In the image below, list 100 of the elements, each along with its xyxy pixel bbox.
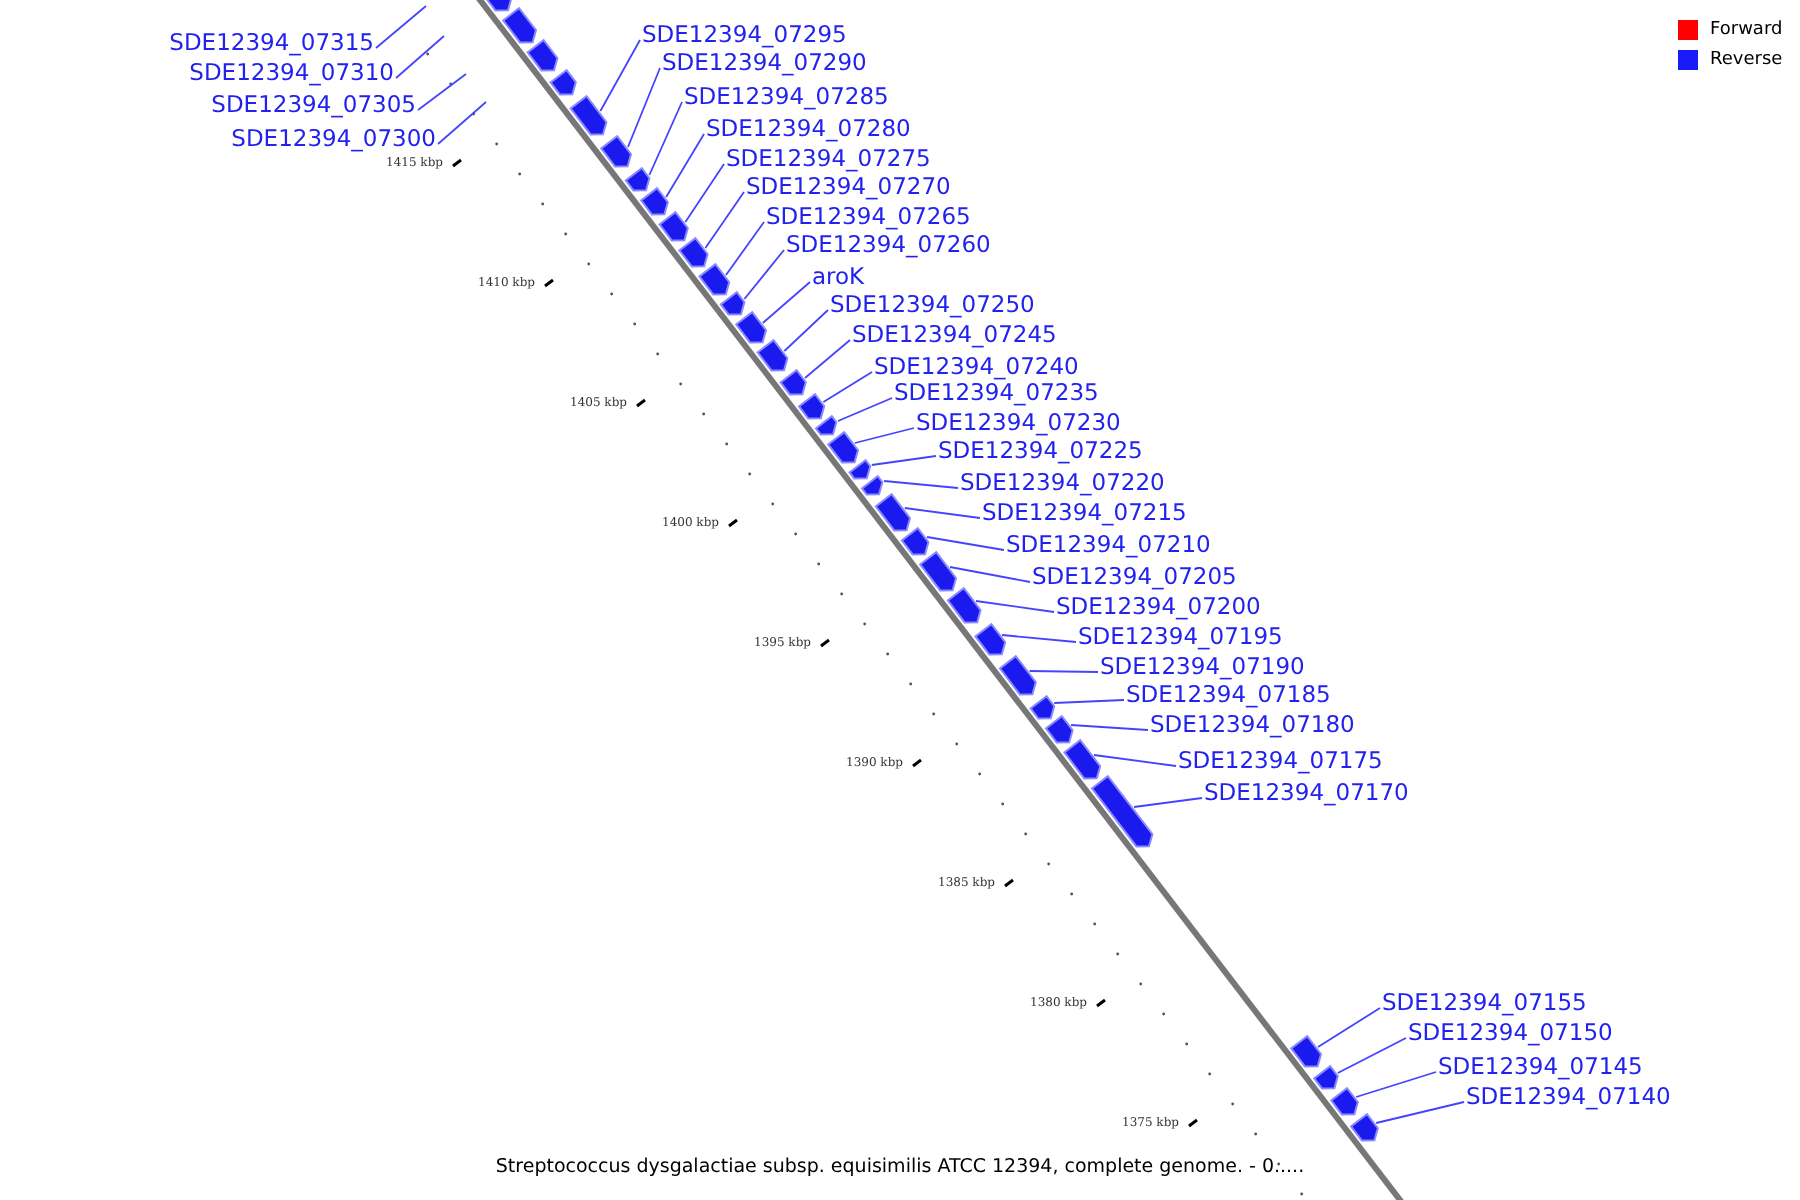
gene-label: SDE12394_07225 bbox=[938, 438, 1143, 464]
gene-label: SDE12394_07200 bbox=[1056, 594, 1261, 620]
gene-label: SDE12394_07310 bbox=[189, 60, 394, 86]
gene-block bbox=[1029, 694, 1056, 720]
leader-line bbox=[926, 536, 1005, 551]
leader-line bbox=[1133, 797, 1203, 808]
gene-block bbox=[734, 310, 768, 344]
gene-block bbox=[624, 166, 651, 192]
leader-line bbox=[783, 309, 829, 352]
gene-label: SDE12394_07175 bbox=[1178, 748, 1383, 774]
leader-line bbox=[975, 600, 1055, 613]
gene-label: SDE12394_07195 bbox=[1078, 624, 1283, 650]
leader-line bbox=[883, 480, 959, 489]
gene-block bbox=[900, 526, 930, 556]
gene-block bbox=[814, 414, 838, 436]
gene-label: SDE12394_07230 bbox=[916, 410, 1121, 436]
leader-line bbox=[1028, 670, 1099, 673]
gene-block bbox=[639, 186, 669, 216]
leader-line bbox=[1053, 699, 1125, 704]
gene-block bbox=[698, 262, 731, 296]
gene-block bbox=[1090, 774, 1154, 848]
leader-line bbox=[870, 455, 937, 466]
leader-line bbox=[1070, 724, 1149, 731]
gene-label: SDE12394_07205 bbox=[1032, 564, 1237, 590]
gene-label: SDE12394_07235 bbox=[894, 380, 1099, 406]
gene-label: SDE12394_07240 bbox=[874, 354, 1079, 380]
gene-label: SDE12394_07270 bbox=[746, 174, 951, 200]
gene-block bbox=[974, 622, 1007, 656]
gene-block bbox=[1312, 1064, 1339, 1090]
gene-label: SDE12394_07245 bbox=[852, 322, 1057, 348]
gene-block bbox=[658, 210, 689, 242]
leader-line bbox=[599, 39, 641, 112]
gene-label: SDE12394_07315 bbox=[169, 30, 374, 56]
gene-label: SDE12394_07275 bbox=[726, 146, 931, 172]
gene-block bbox=[719, 290, 746, 316]
leader-line bbox=[1001, 634, 1077, 643]
leader-line bbox=[743, 249, 785, 300]
leader-line bbox=[1355, 1071, 1437, 1098]
gene-block bbox=[1063, 738, 1102, 780]
gene-label: SDE12394_07295 bbox=[642, 22, 847, 48]
gene-label: SDE12394_07150 bbox=[1408, 1020, 1613, 1046]
leader-line bbox=[903, 507, 981, 519]
gene-label: SDE12394_07250 bbox=[830, 292, 1035, 318]
gene-block bbox=[998, 654, 1037, 696]
gene-label: SDE12394_07280 bbox=[706, 116, 911, 142]
leader-line bbox=[1093, 754, 1177, 767]
leader-line bbox=[822, 371, 873, 403]
gene-block bbox=[1349, 1112, 1379, 1142]
gene-label: SDE12394_07285 bbox=[684, 84, 889, 110]
leader-line bbox=[417, 73, 467, 111]
leader-line bbox=[395, 35, 445, 79]
leader-line bbox=[853, 427, 915, 444]
gene-block bbox=[1329, 1086, 1359, 1116]
legend-label: Reverse bbox=[1710, 50, 1783, 72]
gene-label: SDE12394_07210 bbox=[1006, 532, 1211, 558]
gene-block bbox=[526, 38, 559, 72]
gene-label: SDE12394_07220 bbox=[960, 470, 1165, 496]
gene-block bbox=[779, 368, 807, 396]
gene-block bbox=[678, 236, 709, 268]
caption: Streptococcus dysgalactiae subsp. equisimilis ATCC 12394, complete genome. - 0..... bbox=[493, 1156, 1307, 1178]
gene-label: SDE12394_07155 bbox=[1382, 990, 1587, 1016]
gene-block bbox=[1289, 1034, 1323, 1068]
gene-block bbox=[756, 338, 789, 372]
gene-label: SDE12394_07260 bbox=[786, 232, 991, 258]
leader-line bbox=[761, 281, 811, 324]
gene-block bbox=[569, 94, 608, 136]
gene-label: SDE12394_07180 bbox=[1150, 712, 1355, 738]
leader-line bbox=[437, 101, 487, 145]
gene-label: aroK bbox=[812, 264, 865, 290]
gene-label: SDE12394_07300 bbox=[231, 126, 436, 152]
leader-line bbox=[949, 566, 1031, 583]
gene-block bbox=[848, 458, 872, 480]
gene-label: SDE12394_07290 bbox=[662, 50, 867, 76]
gene-label: SDE12394_07305 bbox=[211, 92, 416, 118]
gene-block bbox=[874, 492, 912, 532]
gene-block bbox=[599, 134, 633, 168]
gene-block bbox=[1044, 714, 1074, 744]
gene-block bbox=[918, 550, 958, 592]
gene-block bbox=[946, 586, 982, 624]
leader-line bbox=[837, 397, 893, 422]
gene-label: SDE12394_07170 bbox=[1204, 780, 1409, 806]
gene-label: SDE12394_07185 bbox=[1126, 682, 1331, 708]
gene-block bbox=[860, 474, 884, 496]
gene-block bbox=[549, 68, 577, 96]
leader-line bbox=[1336, 1037, 1407, 1074]
gene-label: SDE12394_07215 bbox=[982, 500, 1187, 526]
leader-line bbox=[1375, 1101, 1465, 1124]
leader-line bbox=[704, 191, 745, 249]
leader-line bbox=[648, 101, 683, 176]
leader-line bbox=[725, 221, 765, 276]
leader-line bbox=[375, 5, 427, 49]
gene-label: SDE12394_07145 bbox=[1438, 1054, 1643, 1080]
gene-label: SDE12394_07265 bbox=[766, 204, 971, 230]
legend-label: Forward bbox=[1710, 20, 1783, 42]
leader-line bbox=[804, 339, 851, 379]
gene-block bbox=[826, 430, 860, 464]
leader-line bbox=[627, 67, 661, 148]
gene-label: SDE12394_07190 bbox=[1100, 654, 1305, 680]
gene-block bbox=[797, 392, 826, 420]
gene-block bbox=[501, 6, 538, 44]
